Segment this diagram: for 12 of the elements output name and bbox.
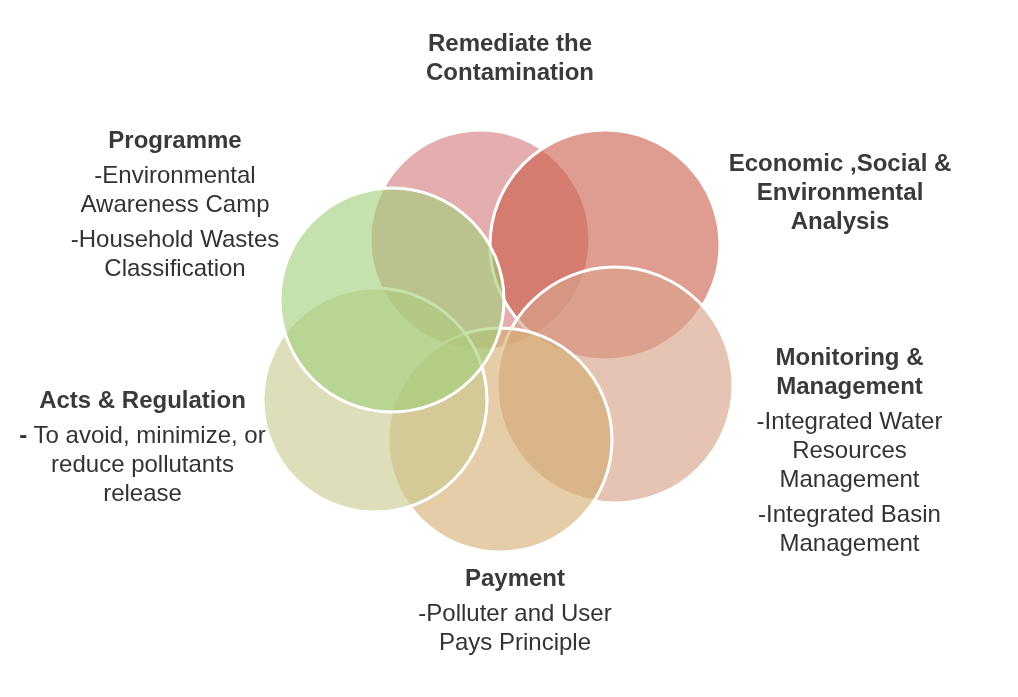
bullet-text: -Polluter and User Pays Principle [417, 598, 613, 656]
circle-heading: Acts & Regulation [38, 385, 247, 414]
bullet-text: -Environmental Awareness Camp [79, 160, 271, 218]
circle-heading: Monitoring & Management [774, 342, 925, 400]
circle-heading: Economic ,Social & Environmental Analysis [727, 148, 953, 235]
bullet-text: -Integrated Water Resources Management [755, 406, 944, 493]
circle-heading: Payment [463, 563, 566, 592]
circle-heading: Remediate the Contamination [425, 28, 595, 86]
bullet-text: -Integrated Basin Management [757, 499, 942, 557]
circle-heading: Programme [107, 125, 243, 154]
bullet-text: - To avoid, minimize, or reduce pollutants release [18, 420, 267, 507]
bullet-text: -Household Wastes Classification [69, 224, 281, 282]
